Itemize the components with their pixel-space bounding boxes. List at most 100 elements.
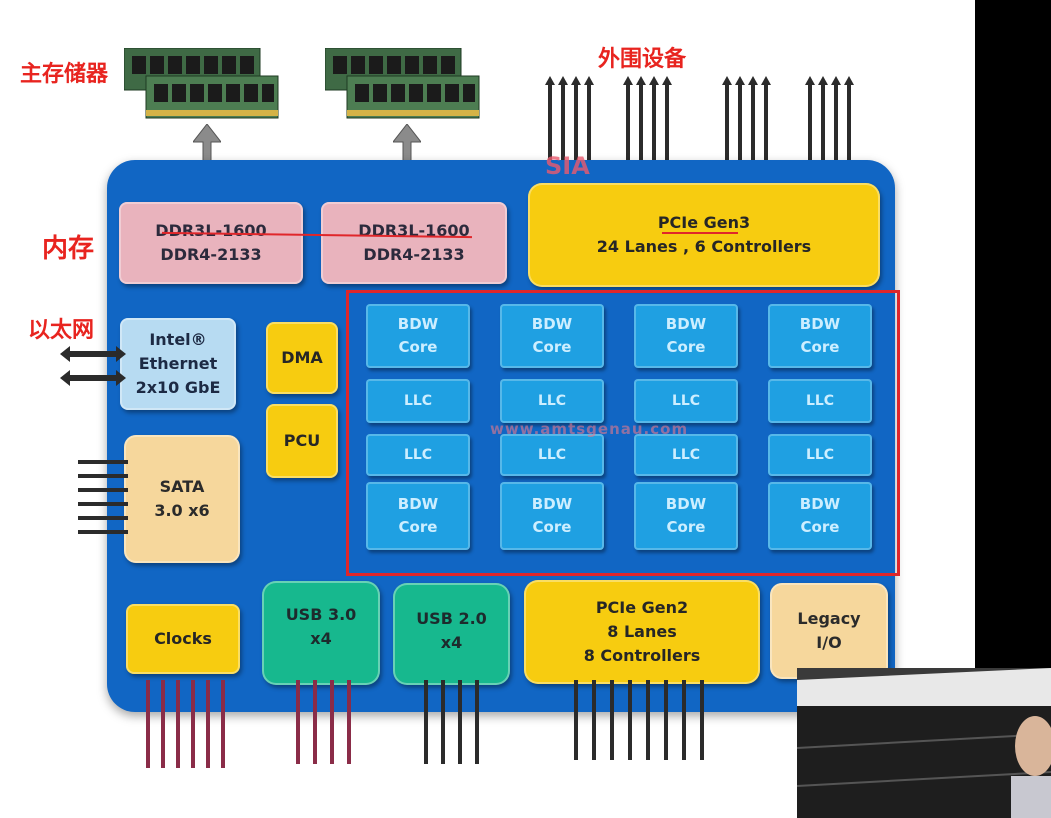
pin (313, 680, 317, 764)
annotation-main-memory: 主存储器 (20, 62, 109, 87)
usb2-block: USB 2.0 x4 (393, 583, 510, 685)
pin-arrow-icon (748, 76, 758, 85)
annotation-peripherals: 外围设备 (598, 47, 687, 72)
sata-line1: SATA (159, 477, 205, 496)
pin (424, 680, 428, 764)
usb3-block: USB 3.0 x4 (262, 581, 380, 685)
dma-block: DMA (266, 322, 338, 394)
ethernet-line2: Ethernet (138, 354, 218, 373)
pin (78, 488, 128, 492)
pin (78, 460, 128, 464)
pin-arrow-icon (545, 76, 555, 85)
pin (665, 80, 669, 192)
pin-arrow-icon (584, 76, 594, 85)
pin (78, 530, 128, 534)
llc-slice: LLC (500, 379, 604, 423)
pin (191, 680, 195, 768)
llc-slice: LLC (500, 434, 604, 476)
core-line1: BDW (665, 495, 707, 513)
ram-module-icon (124, 48, 279, 119)
ddr-controller-right: DDR3L-1600 DDR4-2133 (321, 202, 507, 284)
pin (610, 680, 614, 760)
usb2-line2: x4 (440, 633, 463, 652)
pin (78, 516, 128, 520)
pin (561, 80, 565, 192)
pin (764, 80, 768, 192)
pin (682, 680, 686, 760)
pin (664, 680, 668, 760)
pin-arrow-icon (831, 76, 841, 85)
pin (626, 80, 630, 192)
legacy-io-block: Legacy I/O (770, 583, 888, 679)
ddr-right-line2: DDR4-2133 (363, 245, 465, 264)
usb3-line1: USB 3.0 (285, 605, 357, 624)
pin (574, 680, 578, 760)
pin-arrow-icon (649, 76, 659, 85)
clocks-block: Clocks (126, 604, 240, 674)
llc-slice: LLC (768, 434, 872, 476)
core-line2: Core (666, 518, 706, 536)
pin (176, 680, 180, 768)
llc-slice: LLC (366, 379, 470, 423)
pin (161, 680, 165, 768)
chip-label: SIA (545, 152, 590, 180)
core-line1: BDW (799, 315, 841, 333)
pcu-block: PCU (266, 404, 338, 478)
pin (700, 680, 704, 760)
usb3-line2: x4 (310, 629, 332, 648)
annotation-highlight-box (346, 290, 900, 576)
presenter-video-frame (797, 668, 1051, 818)
pin-arrow-icon (623, 76, 633, 85)
dma-label: DMA (281, 348, 323, 367)
core-line2: Core (398, 338, 438, 356)
pin (808, 80, 812, 192)
pcie-gen2-line1: PCIe Gen2 (595, 598, 689, 617)
pin-arrow-icon (662, 76, 672, 85)
ddr-left-line1: DDR3L-1600 (155, 221, 267, 240)
pin (847, 80, 851, 192)
pin-arrow-icon (722, 76, 732, 85)
pin-arrow-icon (761, 76, 771, 85)
pin (221, 680, 225, 768)
llc-slice: LLC (634, 434, 738, 476)
pin (330, 680, 334, 764)
bdw-core: BDW Core (634, 482, 738, 550)
pcu-label: PCU (283, 431, 321, 450)
llc-label: LLC (805, 393, 835, 409)
pin (347, 680, 351, 764)
pin (146, 680, 150, 768)
pin (296, 680, 300, 764)
pin (475, 680, 479, 764)
llc-label: LLC (671, 393, 701, 409)
sata-block: SATA 3.0 x6 (124, 435, 240, 563)
core-line1: BDW (531, 315, 573, 333)
pin (834, 80, 838, 192)
legacy-line1: Legacy (797, 609, 861, 628)
core-line2: Core (532, 518, 572, 536)
ethernet-line3: 2x10 GbE (135, 378, 221, 397)
ethernet-arrows-icon (60, 346, 126, 386)
llc-label: LLC (537, 447, 567, 463)
pin (206, 680, 210, 768)
pin-arrow-icon (818, 76, 828, 85)
ddr-left-line2: DDR4-2133 (160, 245, 262, 264)
side-black-panel (975, 0, 1051, 668)
ddr-right-line1: DDR3L-1600 (358, 221, 470, 240)
pcie-gen3-line2: 24 Lanes , 6 Controllers (596, 237, 812, 256)
pcie-gen2-block: PCIe Gen2 8 Lanes 8 Controllers (524, 580, 760, 684)
pin (78, 474, 128, 478)
ram-module-icon (325, 48, 480, 119)
pcie-gen3-line1: PCIe Gen3 (657, 213, 751, 232)
pin-arrow-icon (735, 76, 745, 85)
watermark: www.amtsgenau.com (490, 420, 689, 438)
pin (821, 80, 825, 192)
pcie-gen2-line3: 8 Controllers (583, 646, 701, 665)
pin (441, 680, 445, 764)
llc-label: LLC (403, 393, 433, 409)
llc-label: LLC (537, 393, 567, 409)
pin (725, 80, 729, 192)
